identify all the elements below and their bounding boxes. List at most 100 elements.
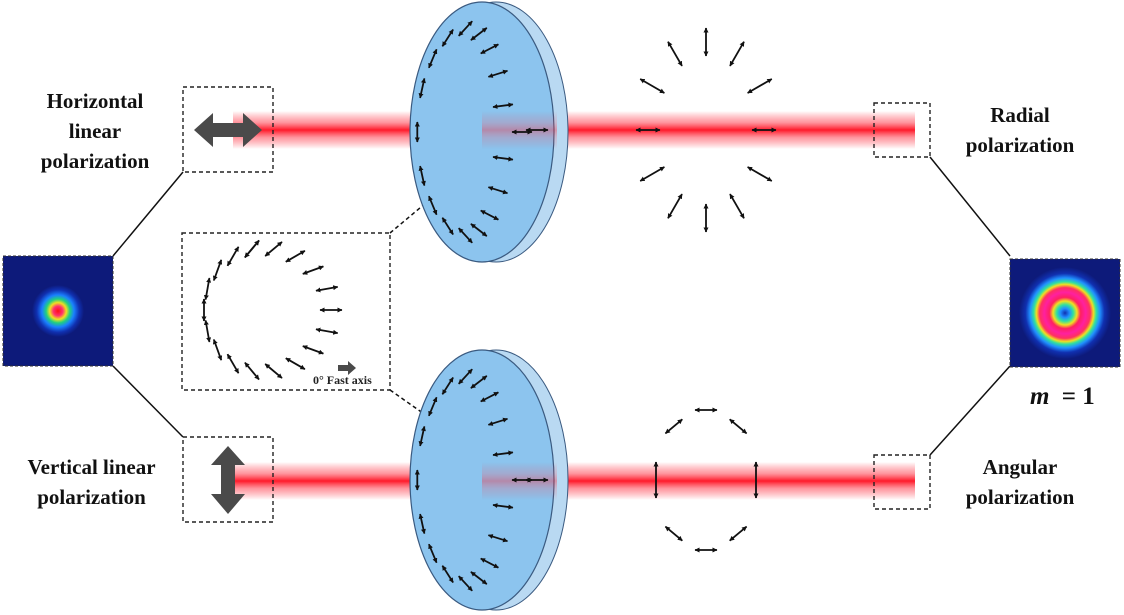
double-arrow-icon	[458, 575, 473, 592]
double-arrow-icon	[212, 339, 223, 361]
mode-label: m = 1	[1030, 383, 1095, 410]
radial-polarization-pattern	[525, 27, 777, 233]
double-arrow-icon	[480, 391, 499, 403]
double-arrow-icon	[302, 265, 324, 275]
double-arrow-icon	[458, 227, 473, 244]
plate-top-fast-axis-arrows	[414, 20, 533, 244]
double-arrow-icon	[418, 165, 426, 187]
input-top-label-line2: linear	[68, 119, 122, 143]
mode-value: = 1	[1062, 383, 1095, 410]
beam-top	[233, 111, 915, 149]
double-arrow-icon	[480, 209, 499, 221]
double-arrow-icon	[418, 513, 426, 535]
connector-lines	[112, 156, 1011, 456]
input-top-label-line1: Horizontal	[46, 89, 144, 113]
double-arrow-icon	[480, 43, 499, 55]
double-arrow-icon	[639, 78, 665, 94]
plate-bottom-fast-axis-arrows	[414, 368, 533, 592]
output-top-label: Radial polarization	[940, 100, 1100, 160]
double-arrow-icon	[487, 69, 508, 78]
connector-donut-to-bottom	[929, 365, 1011, 456]
double-arrow-icon	[492, 450, 514, 457]
double-arrow-icon	[244, 362, 260, 381]
double-arrow-icon	[428, 543, 438, 564]
output-bottom-label-line1: Angular	[982, 455, 1058, 479]
mode-symbol: m	[1030, 383, 1049, 410]
input-bottom-label-line2: polarization	[37, 485, 146, 509]
double-arrow-icon	[458, 20, 473, 37]
beam-bottom-through-plate	[482, 462, 557, 500]
double-arrow-icon	[441, 377, 454, 395]
double-arrow-icon	[315, 327, 339, 335]
double-arrow-icon	[285, 357, 306, 370]
double-arrow-icon	[458, 368, 473, 385]
double-arrow-icon	[487, 534, 508, 543]
double-arrow-icon	[729, 41, 745, 67]
double-arrow-icon	[428, 195, 438, 216]
double-arrow-icon	[315, 285, 339, 293]
double-arrow-icon	[203, 319, 212, 343]
double-arrow-icon	[480, 557, 499, 569]
beam-profile-donut	[1009, 258, 1121, 368]
inset-box	[181, 232, 391, 391]
double-arrow-icon	[441, 565, 454, 583]
input-top-box	[182, 86, 274, 173]
input-bottom-label-line1: Vertical linear	[27, 455, 156, 479]
double-arrow-icon	[264, 363, 283, 379]
input-top-label-line3: polarization	[40, 149, 150, 173]
double-arrow-icon	[212, 259, 223, 281]
double-arrow-icon	[664, 525, 683, 542]
connector-gauss-to-top	[112, 171, 184, 257]
input-bottom-box	[182, 436, 274, 523]
double-arrow-icon	[428, 48, 438, 69]
output-top-box	[873, 102, 931, 158]
double-arrow-icon	[226, 246, 240, 267]
input-bottom-label: Vertical linear polarization	[0, 452, 183, 512]
double-arrow-icon	[226, 353, 240, 374]
double-arrow-icon	[747, 166, 773, 182]
double-arrow-icon	[441, 217, 454, 235]
double-arrow-icon	[470, 571, 488, 585]
double-arrow-icon	[492, 155, 514, 162]
double-arrow-icon	[244, 239, 260, 258]
output-top-label-line2: polarization	[965, 133, 1075, 157]
double-arrow-icon	[203, 277, 212, 301]
double-arrow-icon	[487, 417, 508, 426]
double-arrow-icon	[664, 418, 683, 435]
double-arrow-icon	[729, 418, 748, 435]
double-arrow-icon	[729, 525, 748, 542]
double-arrow-icon	[487, 186, 508, 195]
inset-caption: 0° Fast axis	[313, 373, 372, 387]
angular-polarization-pattern	[525, 407, 759, 553]
double-arrow-icon	[470, 375, 488, 389]
double-arrow-icon	[729, 193, 745, 219]
double-arrow-icon	[667, 41, 683, 67]
double-arrow-icon	[747, 78, 773, 94]
double-arrow-icon	[302, 345, 324, 355]
connector-gauss-to-bottom	[112, 365, 184, 438]
beam-profile-gaussian	[2, 255, 114, 367]
double-arrow-icon	[194, 113, 262, 147]
output-top-label-line1: Radial	[990, 103, 1050, 127]
connector-donut-to-top	[929, 156, 1011, 257]
output-bottom-box	[873, 454, 931, 510]
double-arrow-icon	[285, 250, 306, 263]
input-top-label: Horizontal linear polarization	[10, 86, 180, 176]
beam-bottom	[233, 462, 915, 500]
double-arrow-icon	[470, 27, 488, 41]
double-arrow-icon	[441, 29, 454, 47]
double-arrow-icon	[418, 77, 426, 99]
double-arrow-icon	[639, 166, 665, 182]
output-bottom-label-line2: polarization	[965, 485, 1075, 509]
inset-fast-axis-arrows	[201, 239, 343, 381]
double-arrow-icon	[428, 396, 438, 417]
double-arrow-icon	[470, 223, 488, 237]
double-arrow-icon	[418, 425, 426, 447]
double-arrow-icon	[264, 241, 283, 257]
double-arrow-icon	[667, 193, 683, 219]
output-bottom-label: Angular polarization	[940, 452, 1100, 512]
double-arrow-icon	[211, 446, 245, 514]
double-arrow-icon	[492, 503, 514, 510]
double-arrow-icon	[492, 102, 514, 109]
